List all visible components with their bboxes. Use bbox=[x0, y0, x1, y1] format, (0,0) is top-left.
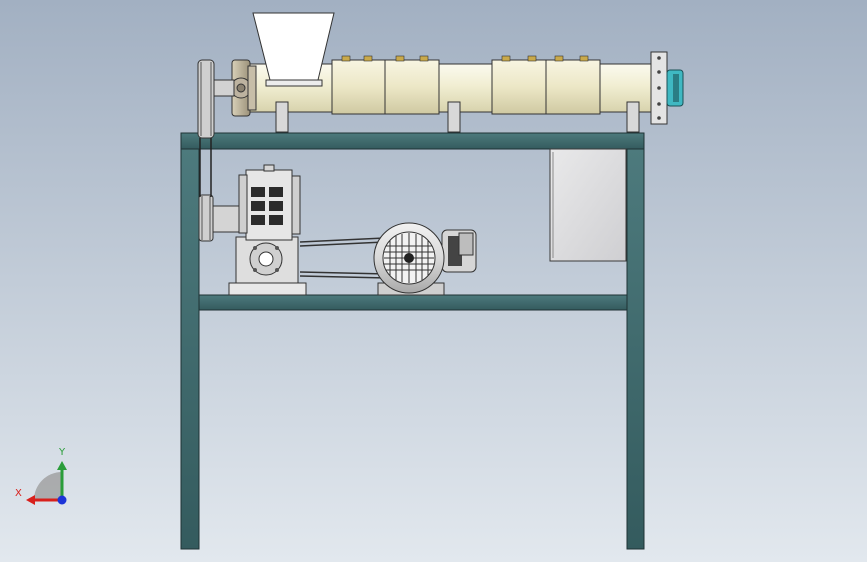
feed-hopper[interactable] bbox=[252, 12, 335, 87]
heater-band-3[interactable] bbox=[491, 59, 547, 115]
triad-xy-plane-shape bbox=[34, 472, 62, 500]
heater-band-4[interactable] bbox=[545, 59, 601, 115]
frame-right-leg[interactable] bbox=[626, 148, 645, 550]
y-axis-arrow bbox=[57, 461, 67, 470]
x-axis-label: X bbox=[15, 488, 22, 499]
belt-drive-pulley-assembly[interactable] bbox=[197, 59, 246, 242]
heater-band-1[interactable] bbox=[331, 59, 386, 115]
orientation-triad[interactable]: X Y bbox=[15, 447, 67, 505]
frame-mid-beam[interactable] bbox=[198, 294, 628, 311]
electrical-control-box[interactable] bbox=[549, 148, 627, 262]
heater-band-2[interactable] bbox=[384, 59, 440, 115]
barrel-supports[interactable] bbox=[275, 101, 640, 133]
v-belts[interactable] bbox=[299, 237, 386, 279]
z-axis-dot bbox=[57, 495, 67, 505]
electric-motor[interactable] bbox=[373, 222, 477, 296]
frame-top-beam[interactable] bbox=[180, 132, 645, 150]
heater-bands[interactable] bbox=[331, 55, 601, 115]
motor-terminal-box[interactable] bbox=[458, 232, 474, 256]
machine-frame[interactable] bbox=[180, 132, 645, 550]
y-axis-label: Y bbox=[58, 447, 66, 458]
frame-left-leg[interactable] bbox=[180, 148, 200, 550]
reduction-gearbox[interactable] bbox=[228, 164, 307, 296]
x-axis-arrow bbox=[26, 495, 35, 505]
